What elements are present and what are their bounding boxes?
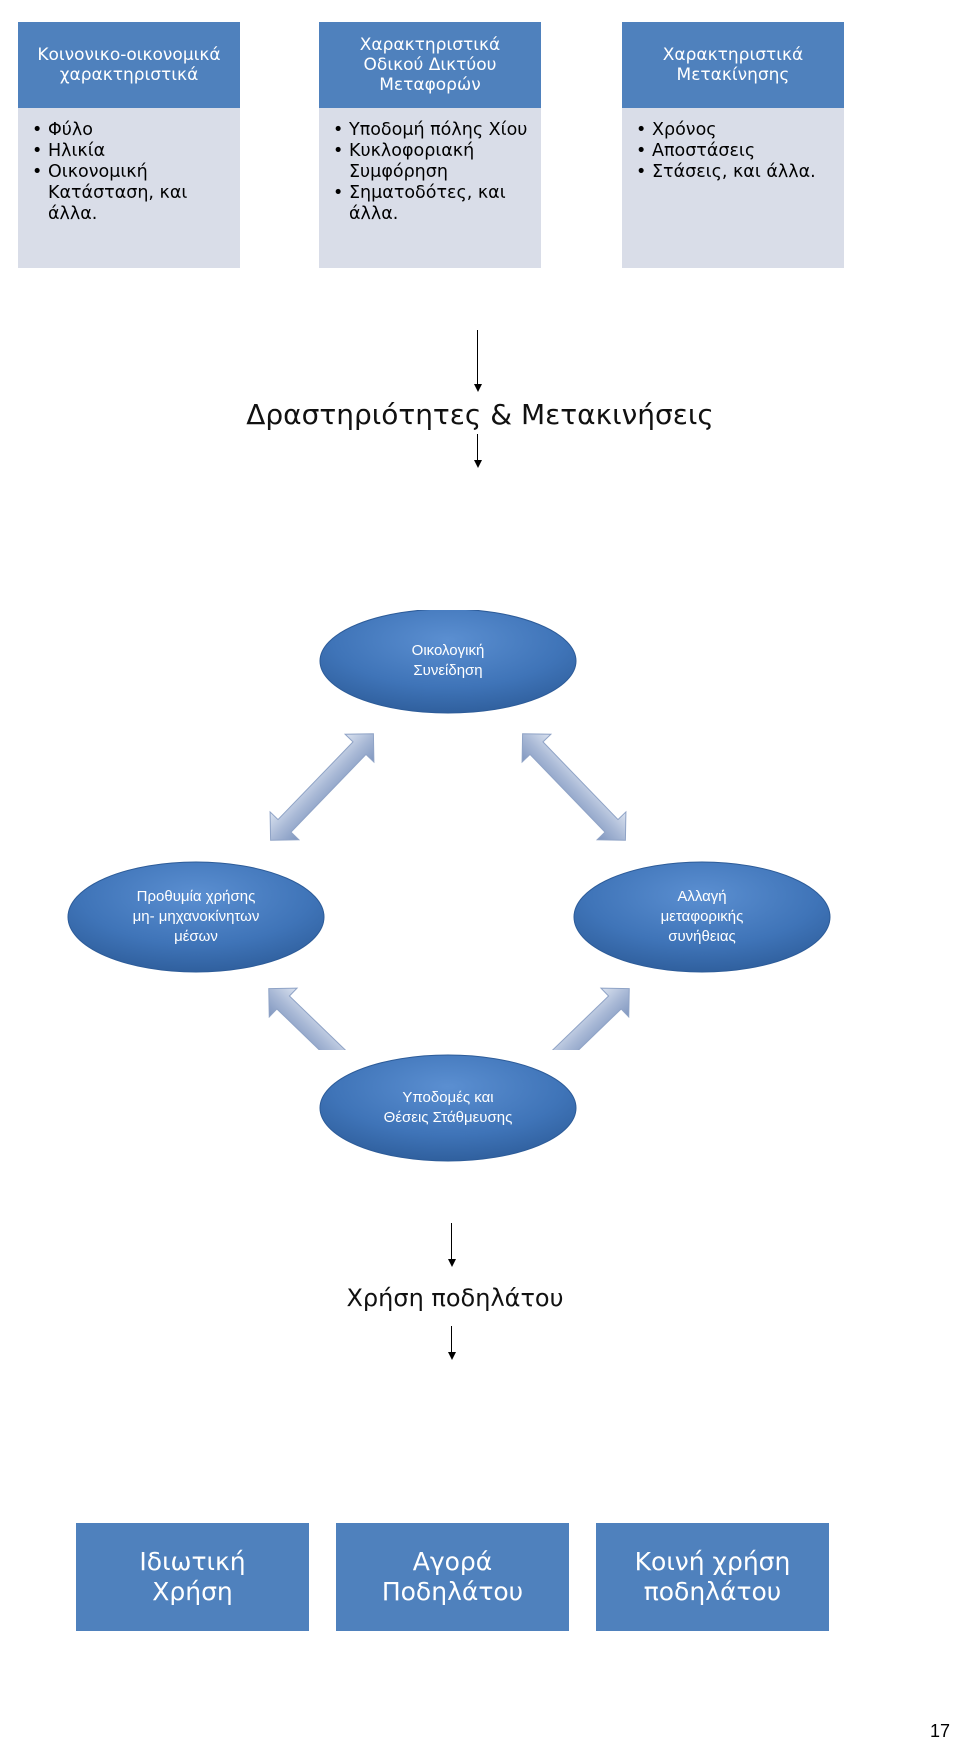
list-item: Ηλικία (32, 141, 230, 162)
down-arrow-head (474, 384, 482, 392)
box-bicycle-purchase: Αγορά Ποδηλάτου (336, 1523, 569, 1631)
list-item: Φύλο (32, 120, 230, 141)
box-header: Χαρακτηριστικά Οδικού Δικτύου Μεταφορών (319, 22, 541, 108)
list-item: Αποστάσεις (636, 141, 834, 162)
list-item: Στάσεις, και άλλα. (636, 162, 834, 183)
box-header: Κοινονικο-οικονομικά χαρακτηριστικά (18, 22, 240, 108)
double-arrow-top-right (521, 733, 627, 841)
box-title: Κοινονικο-οικονομικά χαρακτηριστικά (37, 45, 221, 85)
bullet-list: Υποδομή πόλης Χίου Κυκλοφοριακή Συμφόρησ… (319, 108, 541, 225)
double-arrow-bottom-right (522, 987, 630, 1050)
box-socioeconomic: Κοινονικο-οικονομικά χαρακτηριστικά Φύλο… (18, 22, 240, 268)
cycle-diagram (67, 610, 831, 1050)
down-arrow-line (477, 434, 478, 462)
box-private-use: Ιδιωτική Χρήση (76, 1523, 309, 1631)
box-movement: Χαρακτηριστικά Μετακίνησης Χρόνος Αποστά… (622, 22, 844, 268)
box-shared-use: Κοινή χρήση ποδηλάτου (596, 1523, 829, 1631)
down-arrow-head (474, 460, 482, 468)
ellipse-label-top: Οικολογική Συνείδηση (411, 642, 485, 679)
double-arrow-top-left (269, 733, 375, 841)
ellipse-label-right: Αλλαγή μεταφορικής συνήθειας (660, 888, 744, 945)
box-header: Χαρακτηριστικά Μετακίνησης (622, 22, 844, 108)
ellipse-top (319, 610, 577, 714)
down-arrow-head (448, 1259, 456, 1267)
list-item: Σηματοδότες, και άλλα. (333, 183, 531, 225)
down-arrow-line (451, 1223, 452, 1261)
ellipse-right (573, 861, 831, 973)
bullet-list: Φύλο Ηλικία Οικονομική Κατάσταση, και άλ… (18, 108, 240, 225)
ellipse-left (67, 861, 325, 973)
double-arrow-bottom-left (268, 987, 376, 1050)
down-arrow-line (451, 1326, 452, 1354)
down-arrow-head (448, 1352, 456, 1360)
ellipse-bottom (319, 1054, 577, 1162)
box-road-network: Χαρακτηριστικά Οδικού Δικτύου Μεταφορών … (319, 22, 541, 268)
page-number: 17 (929, 1721, 950, 1741)
bicycle-use-label: Χρήση ποδηλάτου (346, 1284, 564, 1312)
box-title: Χαρακτηριστικά Μετακίνησης (662, 45, 804, 85)
box-title: Χαρακτηριστικά Οδικού Δικτύου Μεταφορών (359, 35, 501, 95)
list-item: Χρόνος (636, 120, 834, 141)
bullet-list: Χρόνος Αποστάσεις Στάσεις, και άλλα. (622, 108, 844, 183)
activities-label: Δραστηριότητες & Μετακινήσεις (246, 398, 714, 431)
list-item: Υποδομή πόλης Χίου (333, 120, 531, 141)
list-item: Κυκλοφοριακή Συμφόρηση (333, 141, 531, 183)
down-arrow-line (477, 330, 478, 386)
list-item: Οικονομική Κατάσταση, και άλλα. (32, 162, 230, 225)
cycle-diagram-bottom (319, 1054, 577, 1162)
ellipse-label-bottom: Υποδομές και Θέσεις Στάθμευσης (383, 1089, 513, 1126)
ellipse-label-left: Προθυμία χρήσης μη- μηχανοκίνητων μέσων (132, 888, 260, 945)
